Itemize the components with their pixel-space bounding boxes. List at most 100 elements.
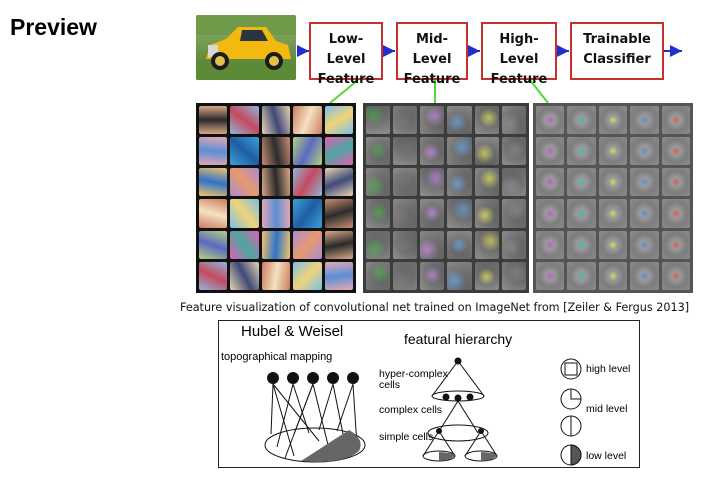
- high-level-filter-cell: [598, 137, 628, 166]
- connector-high: [529, 79, 549, 104]
- high-level-filter-cell: [567, 137, 596, 166]
- mapping-shaded-region: [301, 430, 361, 462]
- mid-level-feature-label: Mid-Level Feature: [403, 32, 461, 87]
- low-level-filter-cell: [324, 168, 353, 197]
- mid-level-filter-cell: [366, 168, 391, 197]
- low-level-filter-cell: [324, 199, 353, 228]
- mid-level-filter-cell: [447, 137, 472, 166]
- high-level-filter-cell: [598, 106, 628, 135]
- low-level-filter-cell: [230, 199, 259, 228]
- high-level-filter-cell: [630, 168, 659, 197]
- mid-level-filter-cell: [447, 168, 472, 197]
- mid-level-filter-cell: [366, 230, 391, 259]
- high-level-filter-cell: [598, 199, 628, 228]
- mid-level-filter-cell: [501, 261, 526, 290]
- high-level-feature-box: High-Level Feature: [481, 22, 557, 87]
- mid-level-filter-cell: [393, 137, 418, 166]
- low-level-filter-cell: [230, 261, 259, 290]
- high-level-filter-cell: [630, 137, 659, 166]
- mid-level-filter-cell: [501, 168, 526, 197]
- low-level-filter-cell: [230, 168, 259, 197]
- low-level-filter-cell: [230, 106, 259, 135]
- connector-low: [329, 79, 359, 104]
- low-level-filter-cell: [230, 230, 259, 259]
- mid-level-filter-cell: [501, 137, 526, 166]
- mid-level-filters-grid: [363, 103, 529, 293]
- low-level-filter-cell: [293, 199, 322, 228]
- trainable-classifier-box: Trainable Classifier: [570, 22, 664, 80]
- complex-cells-label: complex cells: [379, 404, 443, 416]
- high-level-filter-cell: [567, 106, 596, 135]
- mid-level-filter-cell: [366, 261, 391, 290]
- low-level-filter-cell: [230, 137, 259, 166]
- high-level-filter-cell: [598, 261, 628, 290]
- high-level-filter-cell: [661, 168, 690, 197]
- mid-level-filter-cell: [447, 230, 472, 259]
- high-level-feature-label: High-Level Feature: [490, 32, 548, 87]
- low-level-filter-cell: [293, 261, 322, 290]
- legend-low-level: low level: [586, 450, 627, 462]
- low-level-filter-cell: [261, 261, 291, 290]
- high-level-filter-cell: [630, 230, 659, 259]
- low-level-filter-cell: [199, 168, 228, 197]
- mid-level-feature-box: Mid-Level Feature: [396, 22, 468, 87]
- high-level-filter-cell: [661, 230, 690, 259]
- high-level-filter-cell: [567, 230, 596, 259]
- mid-level-filter-cell: [474, 199, 499, 228]
- trainable-classifier-label: Trainable Classifier: [583, 32, 651, 67]
- low-level-filter-cell: [324, 261, 353, 290]
- car-image: [196, 15, 296, 80]
- low-level-filter-cell: [199, 199, 228, 228]
- low-level-filter-cell: [324, 137, 353, 166]
- legend-icons: [560, 358, 582, 466]
- high-level-filter-cell: [536, 137, 565, 166]
- mid-level-filter-cell: [474, 230, 499, 259]
- high-level-filter-cell: [567, 261, 596, 290]
- mid-level-filter-cell: [366, 199, 391, 228]
- high-level-filter-cell: [598, 230, 628, 259]
- hubel-weisel-title: Hubel & Weisel: [241, 323, 344, 340]
- mid-level-filter-cell: [474, 168, 499, 197]
- low-level-filter-cell: [261, 137, 291, 166]
- mid-level-filter-cell: [393, 261, 418, 290]
- low-level-filter-cell: [293, 230, 322, 259]
- low-level-filter-cell: [199, 230, 228, 259]
- high-level-filter-cell: [536, 230, 565, 259]
- high-level-filter-cell: [630, 199, 659, 228]
- pipeline-diagram: [297, 45, 682, 104]
- featural-hierarchy-title: featural hierarchy: [404, 331, 513, 347]
- high-level-filter-cell: [661, 106, 690, 135]
- high-level-filter-cell: [630, 106, 659, 135]
- low-level-filter-cell: [199, 106, 228, 135]
- low-level-filter-cell: [324, 106, 353, 135]
- hubel-weisel-diagram: Hubel & Weisel topographical mapping fea…: [218, 320, 640, 468]
- low-level-filter-cell: [261, 106, 291, 135]
- mid-level-filter-cell: [393, 199, 418, 228]
- high-level-filter-cell: [598, 168, 628, 197]
- mid-level-filter-cell: [474, 137, 499, 166]
- low-level-filters-grid: [196, 103, 356, 293]
- high-level-filter-cell: [661, 137, 690, 166]
- legend-mid-level: mid level: [586, 403, 628, 415]
- mid-level-filter-cell: [420, 261, 445, 290]
- mid-level-filter-cell: [501, 230, 526, 259]
- low-level-filter-cell: [199, 261, 228, 290]
- mid-level-filter-cell: [420, 230, 445, 259]
- mid-level-filter-cell: [501, 106, 526, 135]
- mid-level-filter-cell: [366, 137, 391, 166]
- low-level-feature-label: Low-Level Feature: [317, 32, 375, 87]
- low-level-feature-box: Low-Level Feature: [309, 22, 383, 87]
- mid-level-filter-cell: [501, 199, 526, 228]
- mid-level-filter-cell: [447, 199, 472, 228]
- mid-level-filter-cell: [420, 137, 445, 166]
- high-level-filter-cell: [536, 106, 565, 135]
- mid-level-filter-cell: [393, 230, 418, 259]
- low-level-filter-cell: [293, 168, 322, 197]
- legend-high-level: high level: [586, 363, 631, 375]
- figure-caption: Feature visualization of convolutional n…: [180, 301, 690, 314]
- low-level-filter-cell: [293, 137, 322, 166]
- high-level-filter-cell: [567, 199, 596, 228]
- high-level-filters-grid: [533, 103, 693, 293]
- high-level-filter-cell: [567, 168, 596, 197]
- high-level-filter-cell: [536, 199, 565, 228]
